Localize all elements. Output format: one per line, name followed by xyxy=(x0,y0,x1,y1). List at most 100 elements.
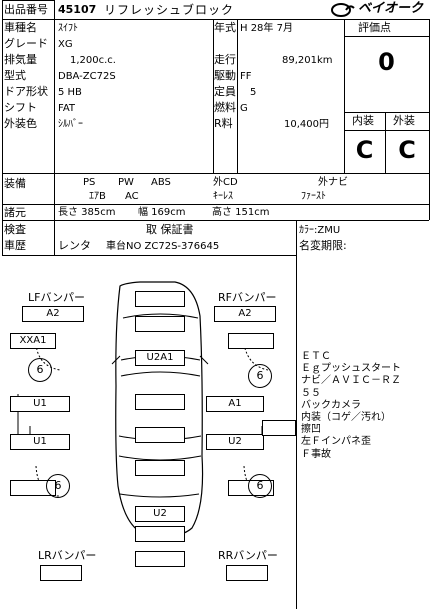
panel-rf-bumper: A2 xyxy=(214,306,276,322)
eval-label: 評価点 xyxy=(358,21,391,34)
year-label: 年式 xyxy=(214,21,236,34)
panel-front xyxy=(135,291,185,307)
lf-bumper-label: LFバンパー xyxy=(28,291,86,304)
panel-lf-bumper: A2 xyxy=(22,306,84,322)
note-line: Ｅｇプッシュスタート xyxy=(301,363,401,375)
note-line: ＥＴＣ xyxy=(301,351,331,362)
panel-rr-bumper xyxy=(226,565,268,581)
model-value: ｽｲﾌﾄ xyxy=(58,23,78,34)
shift-value: FAT xyxy=(58,103,76,114)
door-value: 5 HB xyxy=(58,87,82,98)
year-value: H 28年 7月 xyxy=(240,23,293,34)
table-rule xyxy=(2,173,429,174)
panel-rear-lower xyxy=(135,526,185,542)
shift-label: シフト xyxy=(4,101,37,114)
lr-bumper-label: LRバンパー xyxy=(38,549,97,562)
inspection-value: 取 保証書 xyxy=(146,223,194,236)
brand-name: ベイオーク xyxy=(358,1,424,16)
equip-abs: ABS xyxy=(151,177,171,188)
history-value: レンタ xyxy=(58,239,91,252)
panel-rf-fender xyxy=(228,333,274,349)
note-line: バックカメラ xyxy=(301,399,361,411)
panel-lf-door: U1 xyxy=(10,396,70,412)
fuel-value: G xyxy=(240,103,248,114)
displacement-label: 排気量 xyxy=(4,53,37,66)
panel-grille xyxy=(135,316,185,332)
dims-height: 高さ 151cm xyxy=(212,207,270,218)
equip-ac: AC xyxy=(125,191,139,202)
model-label: 車種名 xyxy=(4,21,37,34)
note-line: 左Ｆインパネ歪 xyxy=(301,436,371,448)
panel-roof-front xyxy=(135,394,185,410)
tire-rr: 6 xyxy=(248,474,272,498)
inspection-label: 検査 xyxy=(4,223,26,236)
exterior-value: ｼﾙﾊﾞｰ xyxy=(58,119,83,130)
capacity-label: 定員 xyxy=(214,85,236,98)
lot-number: 45107 xyxy=(58,3,97,16)
equip-cd: 外CD xyxy=(213,177,238,188)
table-rule xyxy=(429,19,430,220)
dims-length: 長さ 385cm xyxy=(58,207,116,218)
panel-back-door: U2 xyxy=(135,506,185,522)
drive-value: FF xyxy=(240,71,252,82)
rf-bumper-label: RFバンパー xyxy=(218,291,277,304)
mileage-value: 89,201km xyxy=(282,55,333,66)
capacity-value: 5 xyxy=(250,87,257,98)
note-line: ５５ xyxy=(301,387,321,399)
equip-ps: PS xyxy=(83,177,96,188)
table-rule xyxy=(2,19,429,20)
ext-label: 外装 xyxy=(393,114,415,127)
panel-rf-rocker xyxy=(262,420,296,436)
rr-bumper-label: RRバンパー xyxy=(218,549,278,562)
auction-title: リフレッシュブロック xyxy=(104,3,235,17)
type-value: DBA-ZC72S xyxy=(58,71,116,82)
panel-trunk xyxy=(135,460,185,476)
drive-label: 駆動 xyxy=(214,69,236,82)
note-line: Ｆ事故 xyxy=(301,448,331,460)
name-change-deadline: 名変期限: xyxy=(299,239,347,252)
mileage-label: 走行 xyxy=(214,53,236,66)
notes-divider xyxy=(296,220,297,609)
equip-pw: PW xyxy=(118,177,134,188)
equip-navi: 外ナビ xyxy=(318,177,348,188)
rfee-label: R料 xyxy=(214,117,233,130)
table-rule xyxy=(344,130,429,131)
door-label: ドア形状 xyxy=(4,85,48,98)
interior-label: 内装 xyxy=(352,114,374,127)
fuel-label: 燃料 xyxy=(214,101,236,114)
table-rule xyxy=(237,19,238,173)
rfee-value: 10,400円 xyxy=(284,119,329,130)
panel-rear-bumper xyxy=(135,551,185,567)
exterior-label: 外装色 xyxy=(4,117,37,130)
interior-grade: C xyxy=(355,136,374,164)
tire-lf: 6 xyxy=(28,358,52,382)
panel-hood: U2A1 xyxy=(135,350,185,366)
note-line: 内装（コゲ／汚れ） xyxy=(301,412,391,424)
table-rule xyxy=(54,0,55,255)
table-rule xyxy=(2,220,429,221)
table-rule xyxy=(2,255,296,256)
equip-airbag: ｴｱB xyxy=(89,191,106,202)
dims-label: 諸元 xyxy=(4,206,26,219)
table-rule xyxy=(2,0,3,255)
panel-rr-door: U2 xyxy=(206,434,264,450)
table-rule xyxy=(344,112,429,113)
type-label: 型式 xyxy=(4,69,26,82)
color-code: ｶﾗｰ:ZMU xyxy=(299,225,341,236)
table-rule xyxy=(385,112,386,173)
dims-width: 幅 169cm xyxy=(138,207,186,218)
displacement-value: 1,200c.c. xyxy=(70,55,116,66)
history-label: 車歴 xyxy=(4,239,26,252)
table-rule xyxy=(344,19,345,173)
table-rule xyxy=(344,36,429,37)
panel-rf-door: A1 xyxy=(206,396,264,412)
note-line: 擦凹 xyxy=(301,424,321,436)
exterior-grade: C xyxy=(398,136,416,164)
grade-value: XG xyxy=(58,39,73,50)
header-rule xyxy=(2,0,54,1)
table-rule xyxy=(2,204,429,205)
equip-keyless: ｷｰﾚｽ xyxy=(213,191,233,202)
eval-score: 0 xyxy=(378,48,395,76)
panel-lr-door: U1 xyxy=(10,434,70,450)
inspection-notes: ＥＴＣ Ｅｇプッシュスタート ナビ／ＡＶＩＣ－ＲＺ ５５ バックカメラ 内装（コ… xyxy=(301,351,429,461)
